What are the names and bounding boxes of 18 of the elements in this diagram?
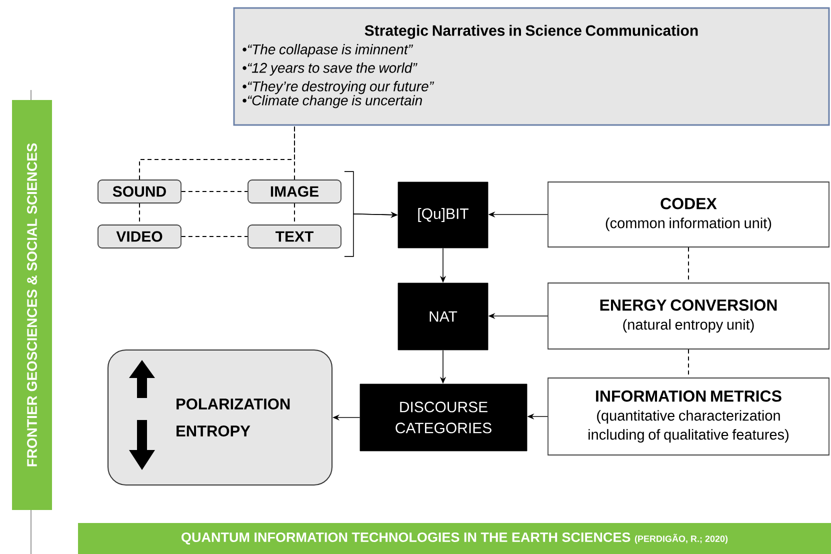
side-banner: FRONTIER GEOSCIENCES & SOCIAL SCIENCES [12,100,52,510]
media-box: VIDEO [98,224,182,248]
info-box: ENERGY CONVERSION (natural entropy unit) [548,282,830,350]
process-box: [Qu]BIT [398,182,488,248]
media-box: IMAGE [248,180,342,204]
info-box: CODEX (common information unit) [548,182,830,248]
footer-banner: QUANTUM INFORMATION TECHNOLOGIES IN THE EARTH SCIENCES (PERDIGÃO, R.; 2020) [78,523,831,554]
info-box: INFORMATION METRICS (quantitative characterization including of qualitative features) [548,378,830,456]
media-box: SOUND [98,180,182,204]
connector [180,191,248,192]
connector [294,125,295,180]
narratives-box: Strategic Narratives in Science Communication •“The collapase is iminnent” •“12 years to save the world” •“They’re destroying our future” •“Climate change is uncertain [233,7,830,126]
media-box: TEXT [248,224,342,248]
outcome-text: POLARIZATION ENTROPY [176,398,290,436]
process-box: DISCOURSE CATEGORIES [360,384,528,452]
connector [180,236,248,237]
process-box: NAT [398,282,488,350]
outcome-box [108,350,332,486]
